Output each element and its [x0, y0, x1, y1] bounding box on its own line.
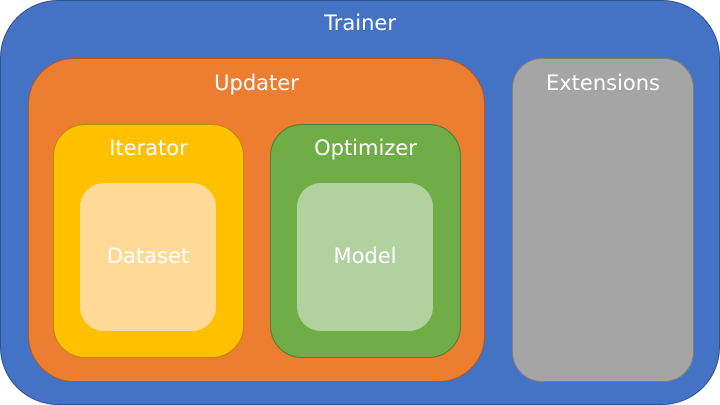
dataset-label: Dataset	[106, 244, 190, 268]
dataset-box: Dataset	[80, 183, 216, 331]
extensions-box: Extensions	[512, 58, 694, 382]
model-box: Model	[297, 183, 433, 331]
extensions-label: Extensions	[545, 71, 661, 95]
model-label: Model	[333, 244, 397, 268]
iterator-label: Iterator	[109, 136, 188, 160]
updater-label: Updater	[214, 71, 299, 95]
trainer-label: Trainer	[324, 11, 396, 35]
optimizer-label: Optimizer	[314, 136, 417, 160]
